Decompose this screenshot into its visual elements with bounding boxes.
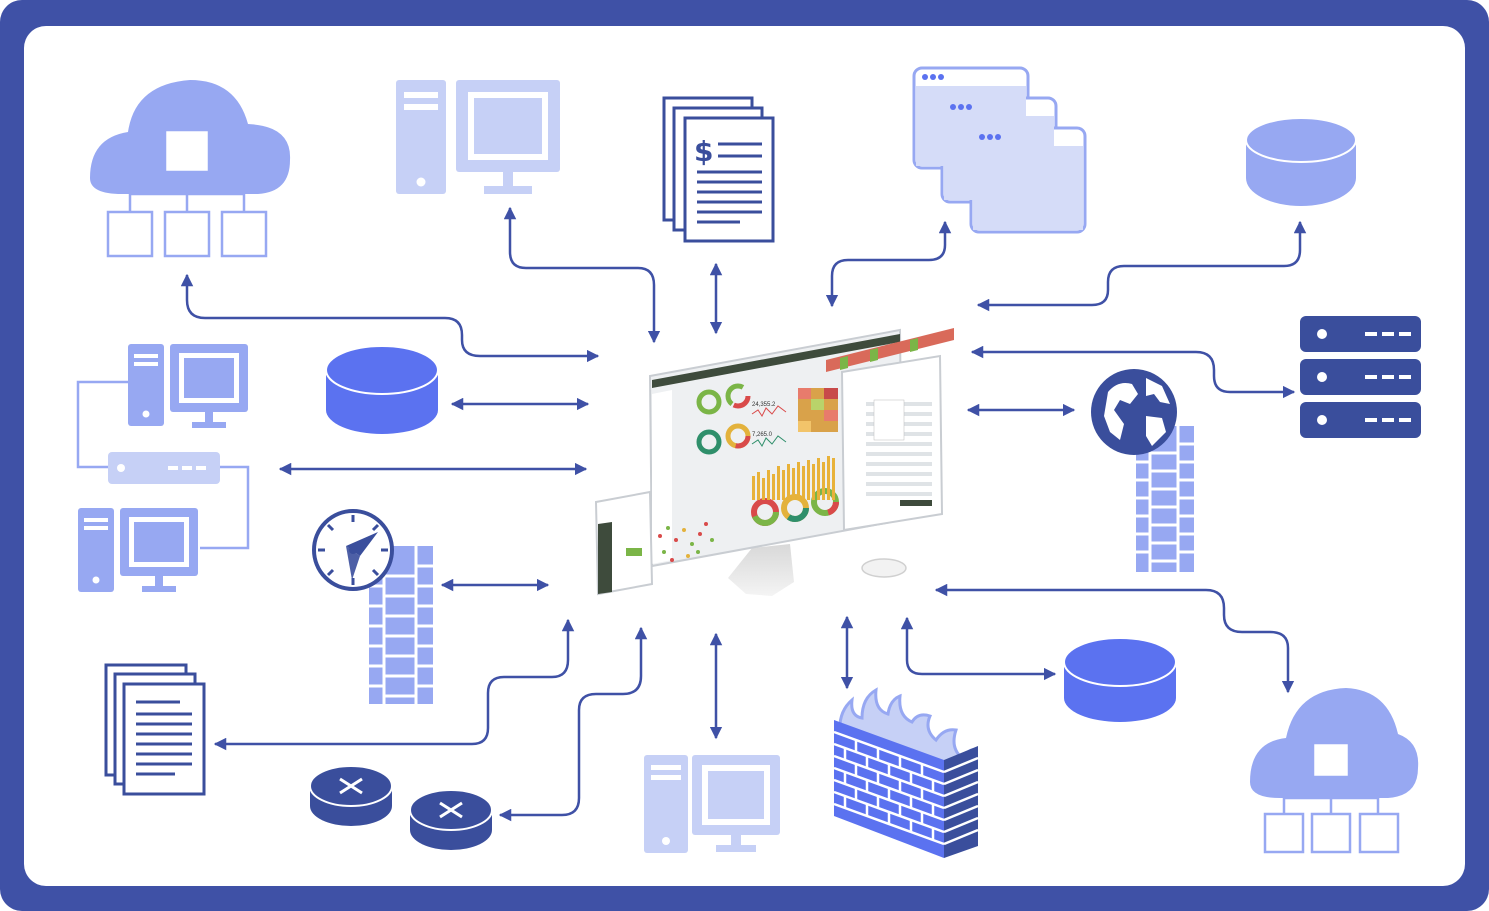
svg-text:$: $ [694,135,713,168]
lan-wire-right [200,465,250,550]
desktop-computer-icon-lan-bottom [78,508,198,592]
dashboard-heatmap [798,388,838,432]
connector-server-rack [970,345,1296,399]
connectors [76,206,1307,822]
firewall-brick-wall-icon [833,687,979,858]
browser-windows-icon [912,66,1087,234]
router-icon-right [409,789,493,850]
lan-wire-left [76,380,128,469]
invoice-documents-icon: $ [662,96,775,243]
network-switch-icon [108,452,220,484]
connector-database-bottom [900,616,1057,681]
mouse-icon [861,558,907,578]
connector-cloud-top-left [180,273,600,363]
database-icon-left [325,345,439,434]
kpi-value-2: 7,265.0 [752,432,773,438]
desktop-computer-icon-lan-top [128,344,248,428]
connector-windows [825,220,952,308]
heatmap-strip [826,328,954,372]
dashboard-donut-charts [696,383,839,526]
router-icon-left [309,765,393,826]
server-rack-icon [1300,316,1421,438]
cloud-network-icon-bottom-right [1250,688,1419,854]
database-icon-top-right [1245,117,1357,206]
connector-desktop-top [503,206,661,344]
dashboard-scatter-dots [658,522,714,562]
documents-icon [104,663,206,796]
dashboard-bar-chart [752,456,835,500]
desktop-computer-icon-top [396,80,560,194]
connector-database-top-right [976,220,1307,312]
database-icon-bottom-right [1063,637,1177,722]
cloud-network-icon [90,80,291,258]
clock-icon [312,509,394,591]
desktop-computer-icon-bottom [644,755,780,853]
globe-icon [1091,369,1177,455]
connector-routers [498,626,648,822]
kpi-value-1: 24,355.2 [752,402,776,408]
monitor-stand [728,544,794,596]
central-monitor-dashboard: 24,355.2 7,265.0 [594,328,954,596]
connector-cloud-bottom-right [934,583,1295,694]
